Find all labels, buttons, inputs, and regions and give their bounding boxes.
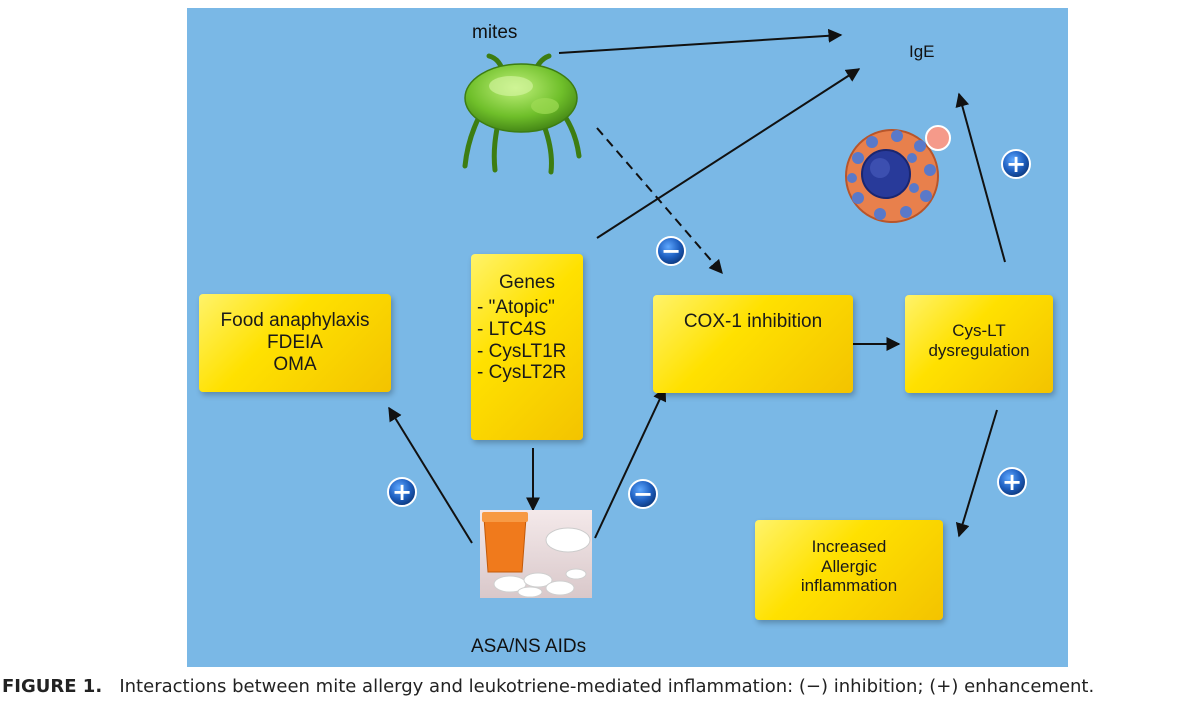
plus-symbol-cyslt-inflammation: + [997,467,1027,497]
food-anaphylaxis-box: Food anaphylaxis FDEIA OMA [199,294,391,392]
food-line-1: Food anaphylaxis [220,310,370,331]
plus-symbol-drugs-food: + [387,477,417,507]
cox1-inhibition-box: COX-1 inhibition [653,295,853,393]
minus-symbol-drugs-cox: − [628,479,658,509]
genes-item-cyslt1r: - CysLT1R [477,340,567,362]
diagram-panel: − − + + + mites IgE ASA/NS AIDs Food ana… [187,8,1068,667]
genes-item-cyslt2r: - CysLT2R [477,362,567,384]
arrow-drugs-to-food [388,406,473,544]
plus-symbol-cyslt-ige: + [1001,149,1031,179]
minus-sign: − [661,237,681,265]
genes-title: Genes [499,272,555,293]
mite-icon [462,53,582,175]
arrow-cyslt-to-inflammation [955,409,998,538]
arrow-mites-to-ige [558,28,843,54]
arrow-cyslt-to-ige [955,92,1006,263]
plus-sign: + [1006,150,1026,178]
genes-box: Genes - "Atopic" - LTC4S - CysLT1R - Cys… [471,254,583,440]
inflammation-line-1: Increased [811,537,887,556]
plus-sign: + [1002,468,1022,496]
pills-icon [480,510,592,598]
minus-sign: − [633,480,653,508]
mites-label: mites [472,22,518,43]
cyslt-line-1: Cys-LT [952,321,1006,340]
inflammation-line-2: Allergic [821,556,877,576]
arrow-drugs-to-cox [594,386,667,539]
food-line-3: OMA [273,353,317,375]
inflammation-line-3: inflammation [800,576,898,596]
cox1-line: COX-1 inhibition [683,311,823,332]
drugs-label: ASA/NS AIDs [471,636,587,657]
figure-label: FIGURE 1. [2,676,103,697]
arrow-genes-to-ige [596,68,861,239]
cyslt-line-2: dysregulation [928,340,1030,360]
figure-caption: FIGURE 1. Interactions between mite alle… [0,676,1200,697]
ige-label: IgE [909,42,935,61]
genes-item-ltc4s: - LTC4S [477,318,547,340]
mast-cell-icon [845,125,951,223]
minus-symbol-mites-cox: − [656,236,686,266]
genes-item-atopic: - "Atopic" [477,296,555,318]
increased-allergic-inflammation-box: Increased Allergic inflammation [755,520,943,620]
arrow-mites-to-cox-dashed [596,127,723,275]
plus-sign: + [392,478,412,506]
figure-caption-text: Interactions between mite allergy and le… [119,676,1095,697]
cyslt-dysregulation-box: Cys-LT dysregulation [905,295,1053,393]
food-line-2: FDEIA [267,331,323,353]
